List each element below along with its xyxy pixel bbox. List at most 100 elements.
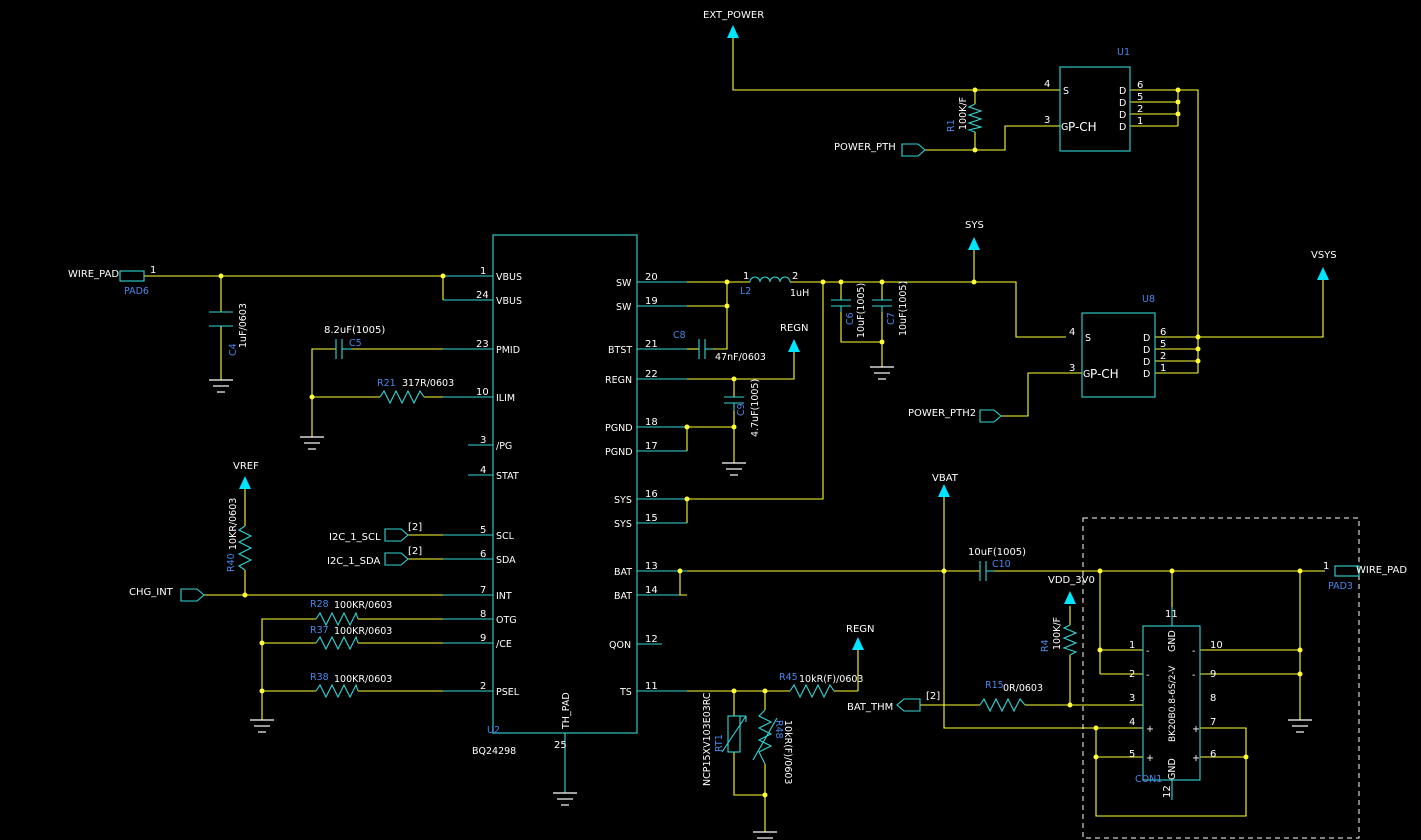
u1-d1: D — [1119, 86, 1126, 97]
ext-power-port: EXT_POWER — [703, 10, 764, 38]
r4-val: 100K/F — [1052, 617, 1063, 650]
arrow-up-icon — [968, 237, 980, 250]
u1-pin-4-num: 4 — [1044, 79, 1050, 90]
ic-u2[interactable]: 1 VBUS 24 VBUS 23 PMID 10 ILIM 3 /PG 4 S… — [443, 234, 687, 793]
cn1-pin-8: 8 — [1210, 693, 1216, 704]
u8-gate-prefix: G — [1083, 369, 1090, 380]
pad6[interactable]: WIRE_PAD PAD6 1 — [68, 265, 156, 297]
ground-icon — [870, 366, 894, 380]
cn1-pin-6-sign: + — [1192, 753, 1200, 764]
cn1-pin-5: 5 — [1129, 749, 1135, 760]
u8-body — [1081, 312, 1156, 398]
r1-ref: R1 — [946, 119, 957, 132]
pad3[interactable]: WIRE_PAD PAD3 1 — [1323, 561, 1407, 592]
u2-pin-22-name: REGN — [605, 375, 632, 386]
u2-pin-12-num: 12 — [645, 634, 658, 645]
connector-cn1[interactable]: 11 GND 12 GND BK20B0.8-6S/2-V CON1 1 - 2… — [1129, 607, 1223, 800]
c6-val: 10uF(1005) — [856, 283, 867, 338]
c7-ref: C7 — [886, 312, 897, 325]
cn1-pin-12: 12 — [1162, 785, 1173, 798]
connector-outline — [1082, 517, 1360, 839]
u1-d5: D — [1119, 122, 1126, 133]
u2-pin-7-num: 7 — [480, 585, 486, 596]
r48-body — [757, 709, 773, 765]
port-flag-icon — [896, 698, 921, 712]
u8-d3: D — [1143, 357, 1150, 368]
port-flag-icon — [180, 588, 205, 602]
i2c-scl-sheet: [2] — [408, 522, 422, 533]
arrow-up-icon — [239, 476, 251, 489]
chg-int-label: CHG_INT — [129, 587, 174, 598]
u2-pin-5-name: SCL — [496, 531, 515, 542]
u2-pin-15-num: 15 — [645, 513, 658, 524]
u2-pin-1-name: VBUS — [496, 272, 522, 283]
u1-pin-5: 5 — [1137, 92, 1143, 103]
vdd-3v0-port: VDD_3V0 — [1048, 575, 1095, 604]
arrow-up-icon — [727, 25, 739, 38]
regn-top-label: REGN — [780, 323, 809, 334]
pad6-body — [119, 270, 145, 282]
u8-ref: U8 — [1142, 294, 1155, 305]
power-pth2-label: POWER_PTH2 — [908, 408, 976, 419]
c5-ref: C5 — [349, 338, 362, 349]
sys-port: SYS — [965, 220, 984, 250]
port-flag-icon — [979, 409, 1002, 423]
power-pth-label: POWER_PTH — [834, 142, 896, 153]
mosfet-u1[interactable]: U1 4 S 3 G P-CH D D D D D 6 5 2 1 — [1044, 47, 1143, 152]
pad6-net: WIRE_PAD — [68, 269, 119, 280]
u8-pin-5: 5 — [1160, 339, 1166, 350]
pad3-pin: 1 — [1323, 561, 1329, 572]
cn1-pin-11: 11 — [1165, 609, 1178, 620]
u1-pin-6: 6 — [1137, 80, 1143, 91]
u2-pin-11-name: TS — [619, 687, 632, 698]
u1-pin-2: 2 — [1137, 104, 1143, 115]
u2-pin-3-name: /PG — [496, 441, 512, 452]
pad6-ref: PAD6 — [124, 286, 149, 297]
chg-int-port: CHG_INT — [129, 587, 205, 602]
power-pth-port: POWER_PTH — [834, 142, 926, 157]
u2-pin-1-num: 1 — [480, 266, 486, 277]
r38-ref: R38 — [310, 672, 329, 683]
u2-pin-22-num: 22 — [645, 369, 658, 380]
mosfet-u8[interactable]: U8 4 S 3 G P-CH D D D D D 6 5 2 1 — [1069, 294, 1166, 398]
r21-val: 317R/0603 — [402, 378, 454, 389]
cn1-pin-1: 1 — [1129, 640, 1135, 651]
r37-body — [315, 635, 359, 651]
cn1-pin-1-sign: - — [1146, 646, 1149, 657]
c8-ref: C8 — [673, 330, 686, 341]
u2-pin-7-name: INT — [496, 591, 512, 602]
pad3-ref: PAD3 — [1328, 581, 1353, 592]
r4-ref: R4 — [1040, 639, 1051, 652]
regn-ts-port: REGN — [846, 624, 875, 650]
cn1-top-gnd: GND — [1167, 630, 1178, 652]
signal-ports: POWER_PTH POWER_PTH2 I2C_1_SCL[2] I2C_1_… — [129, 142, 1002, 713]
u2-pin-2-name: PSEL — [496, 687, 520, 698]
u8-pin-1: 1 — [1160, 363, 1166, 374]
capacitors — [209, 299, 994, 581]
u2-pin-25-num: 25 — [554, 740, 567, 751]
u2-pin-15-name: SYS — [614, 519, 632, 530]
r15-body — [979, 697, 1026, 713]
vsys-label: VSYS — [1311, 250, 1337, 261]
c6-ref: C6 — [845, 312, 856, 325]
r48-ref: R48 — [773, 720, 784, 739]
cn1-pin-6: 6 — [1210, 749, 1216, 760]
cn1-pin-9: 9 — [1210, 669, 1216, 680]
u2-pin-8-num: 8 — [480, 609, 486, 620]
cn1-pin-7-sign: + — [1192, 724, 1200, 735]
u2-pin-21-name: BTST — [608, 345, 632, 356]
pad6-pin: 1 — [150, 265, 156, 276]
r45-ref: R45 — [779, 672, 798, 683]
port-flag-icon — [384, 528, 409, 542]
u2-pin-8-name: OTG — [496, 615, 517, 626]
rt1-body — [727, 715, 741, 753]
u8-pin-2: 2 — [1160, 351, 1166, 362]
arrow-up-icon — [852, 637, 864, 650]
pad3-net: WIRE_PAD — [1356, 565, 1407, 576]
u2-pin-18-name: PGND — [605, 423, 633, 434]
wires — [144, 38, 1325, 832]
c7-val: 10uF(1005) — [898, 281, 909, 336]
u8-pin-s: S — [1085, 333, 1091, 344]
r28-body — [315, 611, 359, 627]
ground-icon — [722, 462, 746, 476]
